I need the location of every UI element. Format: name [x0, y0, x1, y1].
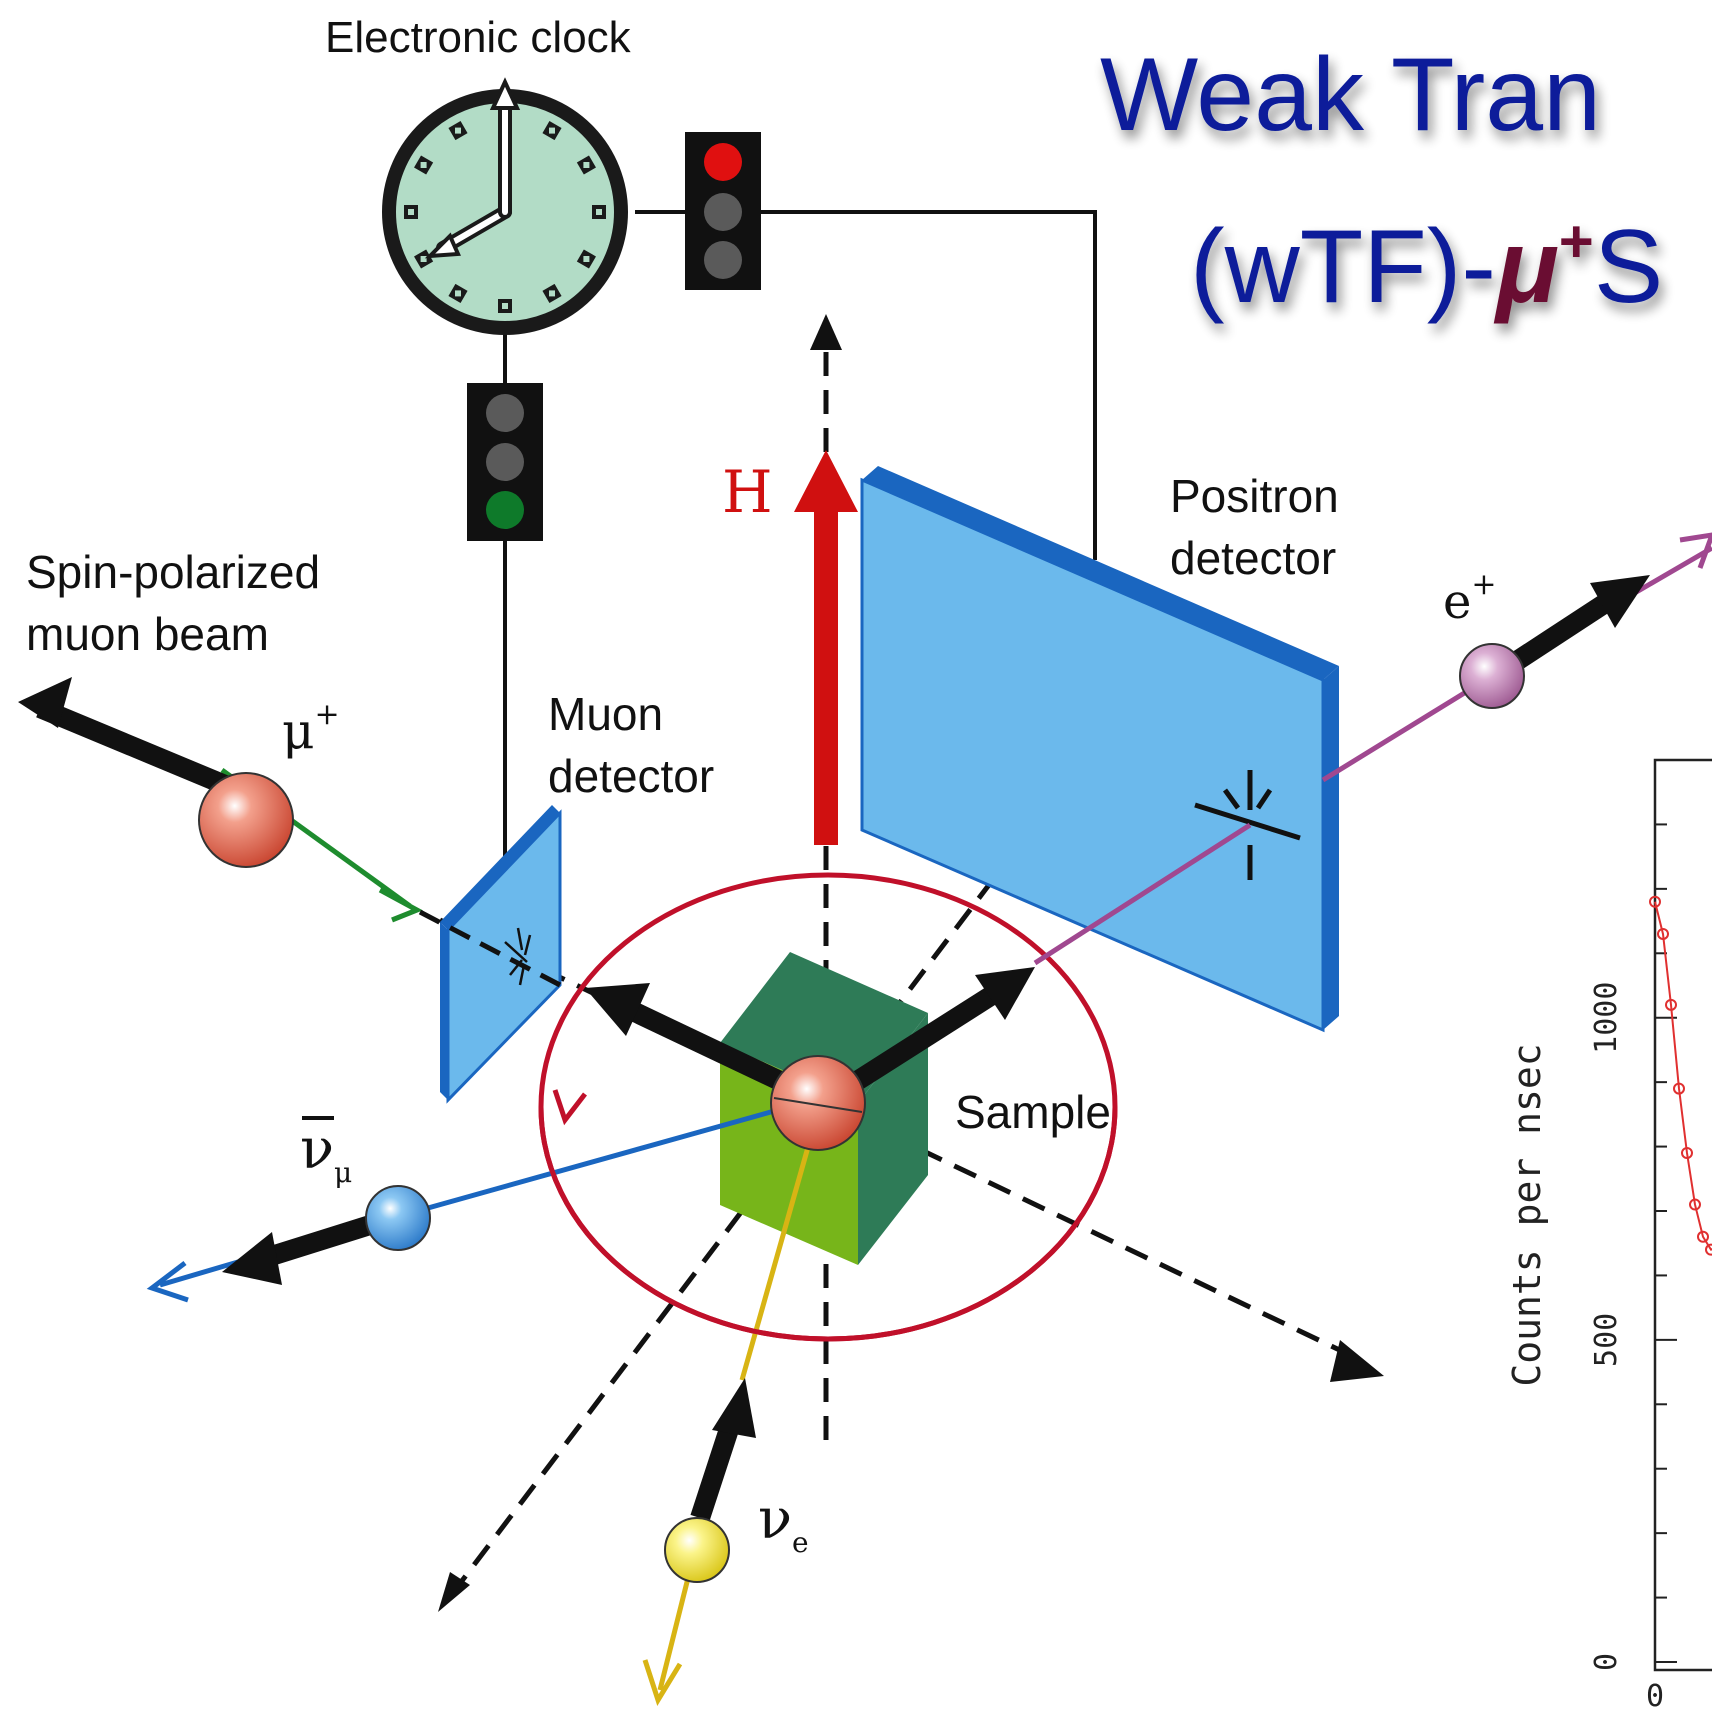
- clock-hour-marker-inner: [408, 209, 414, 215]
- decay-chart: 0 500 1000 0 Counts per nsec: [1505, 758, 1712, 1709]
- positron-detector-label-1: Positron: [1170, 470, 1339, 522]
- chart-data-point: [1689, 1198, 1701, 1211]
- clock-hour-marker-inner: [455, 290, 461, 297]
- antineutrino-symbol: νμ: [300, 1116, 352, 1189]
- muon-detector-label-1: Muon: [548, 688, 663, 740]
- clock-label: Electronic clock: [325, 13, 632, 62]
- field-label: H: [722, 458, 773, 526]
- muon-sphere-icon: [770, 1055, 866, 1151]
- beam-label: Spin-polarized muon beam: [26, 546, 320, 660]
- muon-detector: [440, 805, 562, 1104]
- clock-hour-marker-inner: [502, 303, 508, 309]
- field-arrow: [794, 450, 858, 845]
- svg-text:νμ: νμ: [300, 1117, 352, 1189]
- muon-beam: [18, 677, 562, 988]
- positron-hit-icon: [1194, 770, 1301, 880]
- clock-hour-marker-inner: [549, 127, 555, 134]
- clock-icon: [382, 77, 628, 335]
- clock-hour-marker-inner: [583, 256, 590, 262]
- orbit-arrowhead: [552, 1089, 587, 1126]
- muon-equator: [773, 1097, 863, 1113]
- chart-data-point: [1657, 927, 1669, 940]
- chart-data-point: [1673, 1082, 1685, 1095]
- beam-label-1: Spin-polarized: [26, 546, 320, 598]
- positron-sphere-icon: [1459, 643, 1525, 709]
- chart-data-point: [1705, 1243, 1712, 1256]
- traffic-light-icon: [467, 383, 543, 541]
- positron-detector-label-2: detector: [1170, 532, 1336, 584]
- clock-hour-marker-inner: [596, 209, 602, 215]
- title-mu: μ: [1493, 209, 1559, 325]
- neutrino-symbol: νe: [758, 1487, 809, 1559]
- clock-hour-marker-inner: [549, 290, 555, 297]
- chart-y-ticks: [1655, 759, 1677, 1663]
- clock-hour-marker-inner: [420, 162, 427, 168]
- chart-y-label: Counts per nsec: [1505, 1043, 1549, 1386]
- positron-symbol: e+: [1443, 567, 1497, 630]
- clock-hour-marker-inner: [420, 256, 427, 262]
- title-line-2: (wTF)-μ+S: [1190, 208, 1663, 325]
- muon-detector-label-2: detector: [548, 750, 714, 802]
- chart-data-point: [1665, 998, 1677, 1011]
- muon-sphere-icon: [198, 772, 294, 868]
- chart-y-tick-label: 500: [1589, 1313, 1624, 1367]
- neutrino-track: [642, 1132, 815, 1706]
- muon-detector-label: Muon detector: [548, 688, 714, 802]
- chart-y-tick-label: 1000: [1589, 982, 1624, 1054]
- title-tail: S: [1594, 209, 1663, 325]
- clock-hour-marker-inner: [583, 162, 590, 168]
- positron-detector-label: Positron detector: [1170, 470, 1339, 584]
- traffic-light-icon: [685, 132, 761, 290]
- title-line-1: Weak Tran: [1100, 37, 1601, 153]
- title-line-2-prefix: (wTF)-: [1190, 209, 1496, 325]
- antineutrino-sphere-icon: [365, 1185, 431, 1251]
- chart-frame: [1653, 758, 1712, 1672]
- neutrino-sphere-icon: [664, 1517, 730, 1583]
- chart-series-line: [1654, 901, 1712, 1251]
- chart-y-tick-labels: 0 500 1000: [1589, 982, 1624, 1671]
- sample-label: Sample: [955, 1086, 1111, 1138]
- clock-hour-marker-inner: [455, 127, 461, 134]
- precession-orbit-front: [538, 1106, 1118, 1342]
- slide-title: Weak Tran (wTF)-μ+S: [1100, 37, 1663, 325]
- chart-data-point: [1681, 1147, 1693, 1160]
- chart-data-point: [1697, 1230, 1709, 1243]
- chart-y-tick-label: 0: [1589, 1653, 1624, 1671]
- axis-arrowheads: [438, 314, 1384, 1612]
- chart-series-points: [1649, 895, 1712, 1256]
- muon-symbol: μ+: [282, 697, 340, 760]
- beam-label-2: muon beam: [26, 608, 269, 660]
- title-mu-sup: +: [1559, 208, 1594, 275]
- chart-x-tick-label: 0: [1646, 1679, 1664, 1709]
- antineutrino-track: [146, 1105, 786, 1303]
- positron-detector: [860, 466, 1339, 1033]
- chart-data-point: [1649, 895, 1661, 908]
